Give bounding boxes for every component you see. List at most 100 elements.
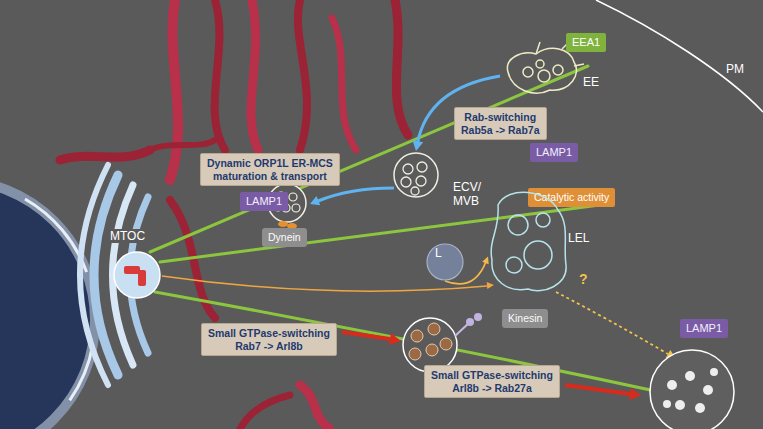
- label-box: LAMP1: [240, 192, 288, 211]
- box-text: EEA1: [572, 36, 600, 49]
- illustration-path: [240, 395, 290, 429]
- label-box: Small GTPase-switchingArl8b -> Rab27a: [424, 365, 560, 398]
- organelle-outline: [392, 151, 440, 199]
- organelle: LEL: [488, 185, 568, 295]
- illustration-path: [160, 205, 600, 262]
- box-text: LAMP1: [686, 322, 722, 335]
- illustration-path: [318, 188, 394, 201]
- label-box: LAMP1: [680, 319, 728, 338]
- illustration-circle: [508, 215, 528, 235]
- illustration-circle: [409, 348, 421, 360]
- organelle: L: [426, 243, 464, 281]
- organelle-outline: [488, 185, 568, 295]
- box-text: maturation & transport: [207, 170, 333, 183]
- illustration-path: [332, 18, 356, 150]
- illustration-circle: [553, 65, 563, 75]
- plasma-membrane: [596, 0, 763, 112]
- label-box: Dynein: [262, 228, 307, 247]
- illustration-circle: [524, 241, 552, 269]
- illustration-circle: [411, 330, 423, 342]
- endoplasmic-reticulum: [60, 0, 408, 429]
- illustration-circle: [538, 70, 550, 82]
- label-box: Small GTPase-switchingRab7 -> Arl8b: [201, 323, 337, 356]
- box-text: Kinesin: [508, 312, 542, 325]
- illustration-path: [150, 140, 215, 150]
- box-text: Small GTPase-switching: [431, 369, 553, 382]
- illustration-circle: [426, 344, 438, 356]
- illustration-circle: [675, 400, 685, 410]
- kinesin-vesicle: [403, 313, 482, 372]
- box-text: LAMP1: [246, 195, 282, 208]
- dotted-arrow: [556, 292, 676, 359]
- illustration-circle: [403, 164, 413, 174]
- label-box: Kinesin: [502, 309, 548, 328]
- label-box: Dynamic ORP1L ER-MCSmaturation & transpo…: [200, 153, 340, 186]
- box-text: Rab7 -> Arl8b: [208, 340, 330, 353]
- illustration-circle: [536, 60, 544, 68]
- illustration-circle: [394, 153, 438, 197]
- illustration-path: [298, 0, 307, 150]
- illustration-path: [507, 48, 576, 93]
- illustration-circle: [401, 177, 411, 187]
- illustration-path: [150, 66, 588, 252]
- red-arrow: [342, 332, 641, 400]
- illustration-circle: [403, 318, 457, 372]
- illustration-circle: [685, 371, 695, 381]
- illustration-circle: [416, 176, 426, 186]
- illustration-path: [395, 0, 408, 135]
- illustration-path: [251, 0, 258, 150]
- illustration-path: [556, 292, 668, 354]
- box-text: Arl8b -> Rab27a: [431, 382, 553, 395]
- illustration-path: [60, 150, 150, 160]
- free-label: PM: [726, 62, 744, 76]
- illustration-circle: [427, 244, 463, 280]
- illustration-circle: [292, 204, 300, 212]
- illustration-circle: [663, 400, 671, 408]
- illustration-path: [170, 0, 178, 180]
- illustration-path: [215, 0, 225, 150]
- arrow-head: [412, 140, 423, 151]
- illustration-g: [663, 368, 718, 413]
- organelle-label: EE: [583, 76, 599, 90]
- illustration-circle: [114, 252, 160, 298]
- organelle-label: L: [435, 247, 442, 261]
- illustration-circle: [466, 318, 474, 326]
- blue-arrow: [310, 188, 394, 205]
- illustration-circle: [440, 338, 452, 350]
- illustration-polygon: [389, 333, 401, 345]
- organelle-label: LEL: [568, 232, 589, 246]
- illustration-circle: [650, 350, 734, 429]
- illustration-circle: [289, 193, 297, 201]
- mtoc: [114, 252, 160, 298]
- illustration-circle: [695, 403, 705, 413]
- organelle-label: ECV/ MVB: [453, 181, 487, 209]
- illustration-path: [155, 292, 688, 398]
- illustration-path: [491, 192, 566, 290]
- arrow-head: [482, 257, 489, 265]
- illustration-path: [300, 385, 330, 429]
- illustration-circle: [667, 380, 677, 390]
- label-box: Catalytic activity: [528, 188, 615, 207]
- box-text: Small GTPase-switching: [208, 327, 330, 340]
- illustration-circle: [417, 162, 427, 172]
- illustration-circle: [474, 313, 482, 321]
- illustration-path: [25, 199, 87, 272]
- box-text: Rab-switching: [461, 111, 540, 124]
- free-label: MTOC: [108, 229, 147, 243]
- free-label: ?: [579, 271, 588, 288]
- illustration-circle: [506, 257, 522, 273]
- label-box: LAMP1: [530, 143, 578, 162]
- illustration-circle: [536, 213, 550, 227]
- illustration-g: [409, 323, 452, 360]
- label-box: Rab-switchingRab5a -> Rab7a: [454, 107, 547, 140]
- illustration-path: [342, 332, 390, 339]
- illustration-polygon: [310, 196, 320, 205]
- illustration-path: [70, 344, 93, 400]
- box-text: Rab5a -> Rab7a: [461, 124, 540, 137]
- organelle-outline: [426, 243, 464, 281]
- box-text: Dynein: [268, 231, 301, 244]
- illustration-circle: [703, 385, 713, 395]
